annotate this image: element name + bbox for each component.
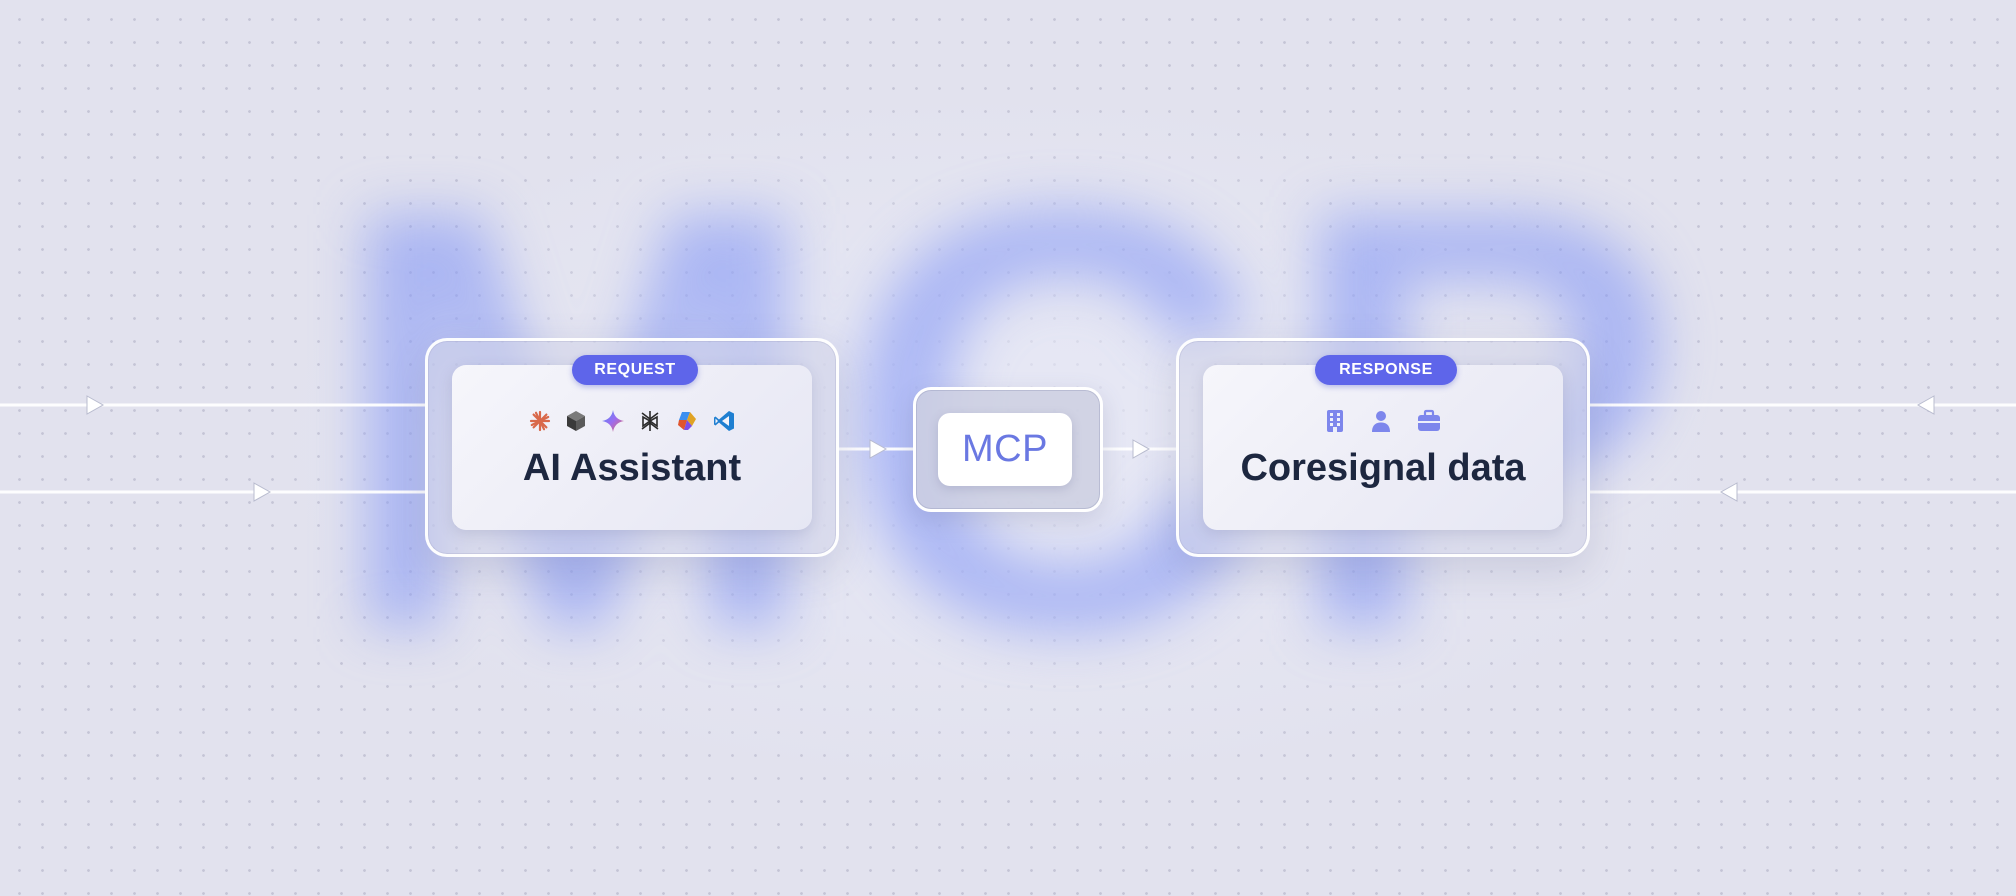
- response-tag: RESPONSE: [1315, 355, 1457, 385]
- gemini-sparkle-icon: [601, 409, 625, 433]
- building-icon: [1324, 409, 1346, 433]
- request-title: AI Assistant: [522, 447, 742, 489]
- perplexity-icon: [638, 409, 662, 433]
- request-inner-card: AI Assistant: [452, 365, 812, 530]
- arrow-right-marker: [86, 395, 105, 415]
- response-card: Coresignal data RESPONSE: [1176, 338, 1590, 557]
- mcp-box: MCP: [913, 387, 1103, 512]
- data-type-icons: [1203, 407, 1563, 435]
- person-icon: [1370, 409, 1392, 433]
- briefcase-icon: [1416, 409, 1442, 433]
- arrow-left-marker: [1719, 482, 1738, 502]
- request-card: AI Assistant REQUEST: [425, 338, 839, 557]
- response-title: Coresignal data: [1240, 447, 1526, 489]
- arrow-right-marker: [869, 439, 888, 459]
- ai-tool-icons: [452, 407, 812, 435]
- arrow-right-marker: [253, 482, 272, 502]
- arrow-right-marker: [1132, 439, 1151, 459]
- mcp-label: MCP: [938, 413, 1072, 486]
- arrow-left-marker: [1916, 395, 1935, 415]
- copilot-icon: [675, 409, 699, 433]
- claude-icon: [529, 410, 551, 432]
- response-inner-card: Coresignal data: [1203, 365, 1563, 530]
- cube-icon: [564, 409, 588, 433]
- vscode-icon: [712, 409, 736, 433]
- request-tag: REQUEST: [572, 355, 698, 385]
